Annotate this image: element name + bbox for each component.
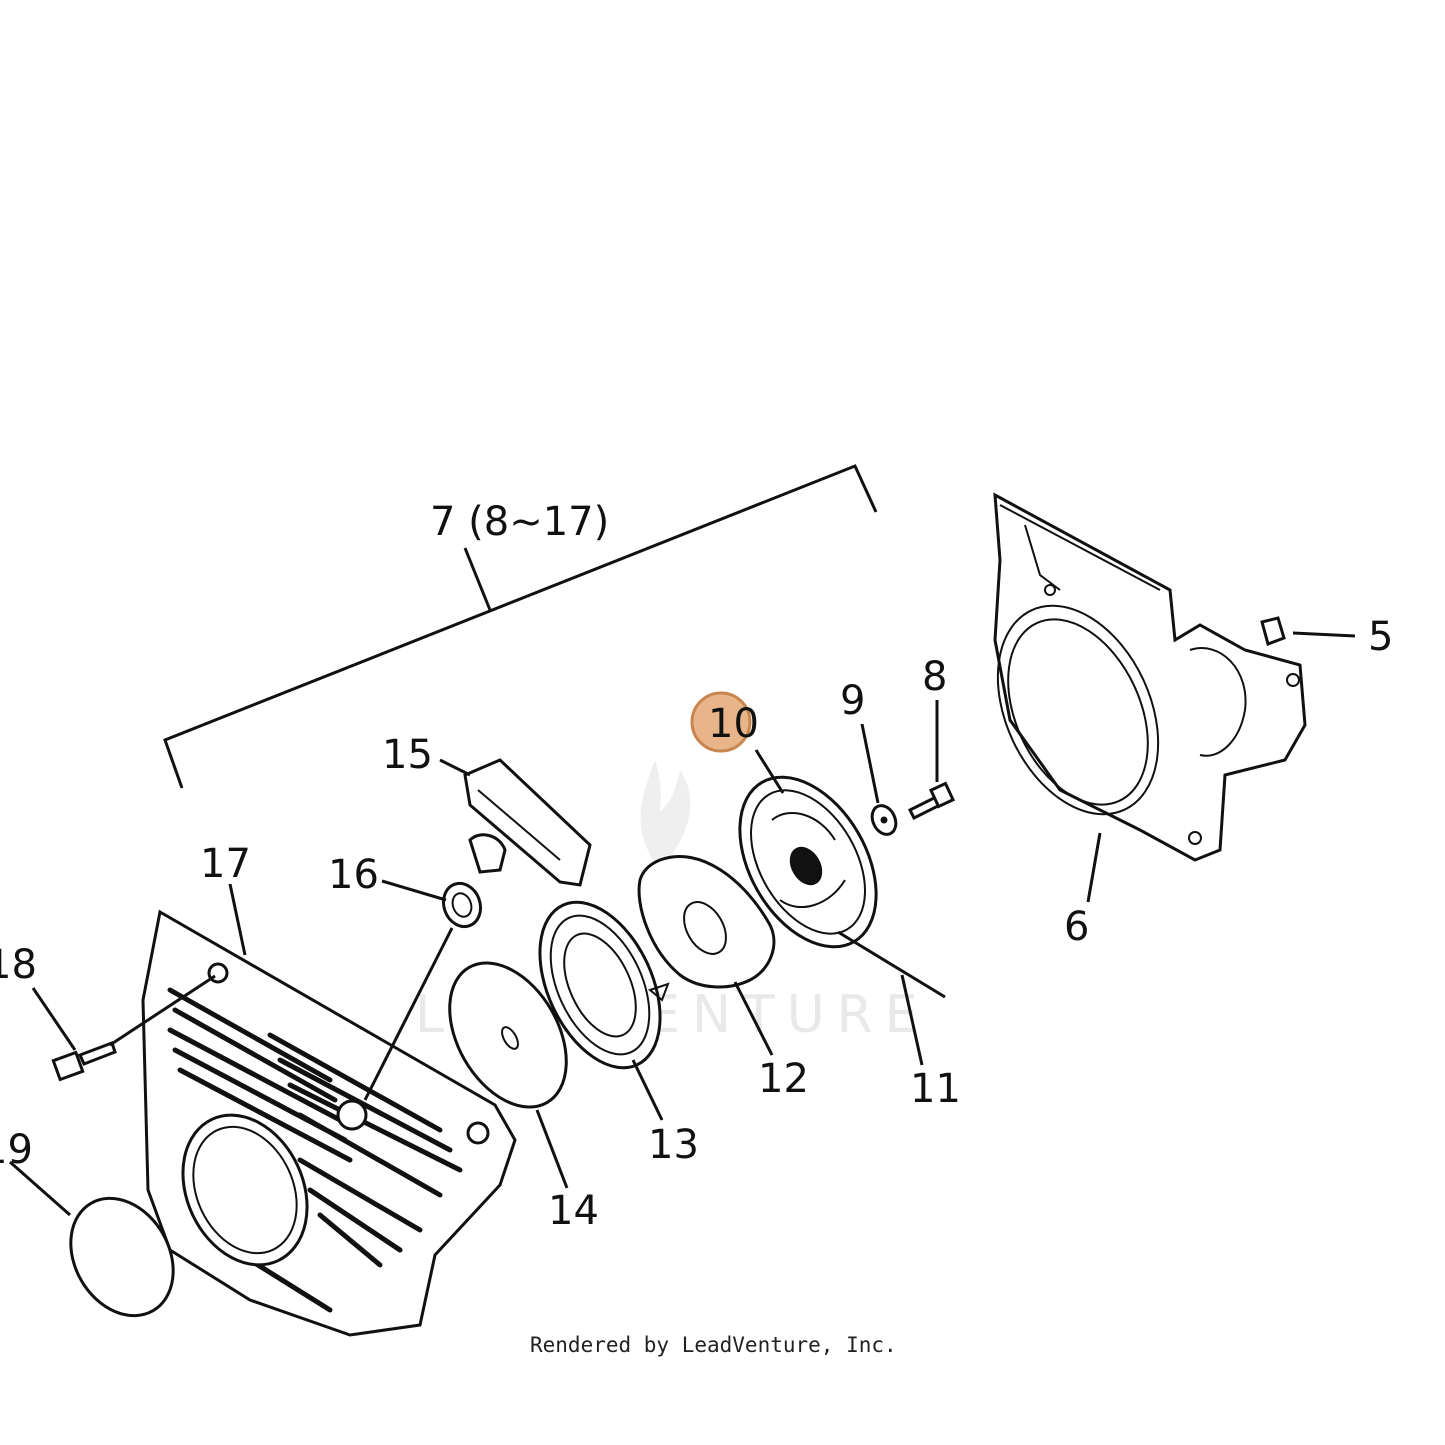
callout-18[interactable]: 18 [0, 942, 37, 988]
callout-10[interactable]: 10 [708, 701, 759, 747]
part-6-shroud[interactable] [966, 492, 1307, 862]
callout-15[interactable]: 15 [382, 732, 433, 778]
callout-11[interactable]: 11 [910, 1066, 961, 1112]
credit-text: Rendered by LeadVenture, Inc. [530, 1333, 897, 1357]
callout-17[interactable]: 17 [200, 841, 251, 887]
part-15-handle[interactable] [463, 758, 592, 887]
callout-8[interactable]: 8 [922, 654, 947, 700]
callout-16[interactable]: 16 [328, 852, 379, 898]
part-19-ring[interactable] [50, 1180, 193, 1334]
group-label: 7 (8~17) [430, 499, 609, 545]
callout-19[interactable]: 19 [0, 1127, 33, 1173]
group-bracket [163, 464, 878, 789]
callout-9[interactable]: 9 [840, 678, 865, 724]
part-17-cover[interactable] [141, 909, 517, 1337]
callout-13[interactable]: 13 [648, 1122, 699, 1168]
part-9-washer[interactable] [868, 802, 901, 838]
part-10-reel[interactable] [712, 753, 904, 970]
part-5-nut[interactable] [1260, 616, 1286, 646]
callout-6[interactable]: 6 [1064, 904, 1089, 950]
part-14-disc[interactable] [426, 942, 591, 1127]
highlight-marker [690, 691, 752, 753]
part-18-screw[interactable] [51, 1041, 117, 1082]
part-16-grommet[interactable] [438, 878, 487, 932]
callout-14[interactable]: 14 [548, 1188, 599, 1234]
callout-5[interactable]: 5 [1368, 614, 1393, 660]
leader-lines [9, 631, 1356, 1217]
callout-12[interactable]: 12 [758, 1056, 809, 1102]
part-8-bolt[interactable] [907, 781, 956, 821]
part-13-spring-case[interactable] [516, 883, 685, 1086]
part-11-rope[interactable] [837, 930, 946, 999]
part-12-plate[interactable] [637, 854, 776, 989]
